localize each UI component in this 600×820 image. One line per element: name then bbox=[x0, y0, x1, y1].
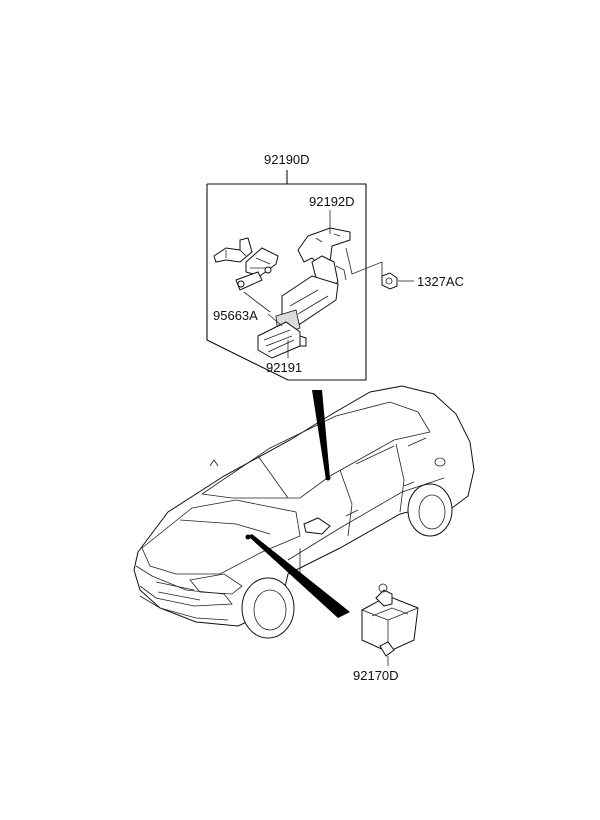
assembly-frame bbox=[206, 170, 367, 381]
callout-bracket: 92192D bbox=[309, 194, 355, 209]
vehicle-outline bbox=[133, 385, 475, 639]
callout-module: 92170D bbox=[353, 668, 399, 683]
callout-wedges bbox=[245, 390, 350, 618]
callout-screw: 95663A bbox=[213, 308, 258, 323]
lamp-part bbox=[257, 321, 307, 359]
callout-assembly: 92190D bbox=[264, 152, 310, 167]
leader-lines bbox=[267, 210, 414, 358]
module-part bbox=[361, 583, 419, 666]
small-bracket-part bbox=[213, 237, 279, 277]
callout-nut: 1327AC bbox=[417, 274, 464, 289]
callout-lamp: 92191 bbox=[266, 360, 303, 375]
nut-part bbox=[381, 272, 398, 290]
screw-part bbox=[235, 271, 271, 313]
